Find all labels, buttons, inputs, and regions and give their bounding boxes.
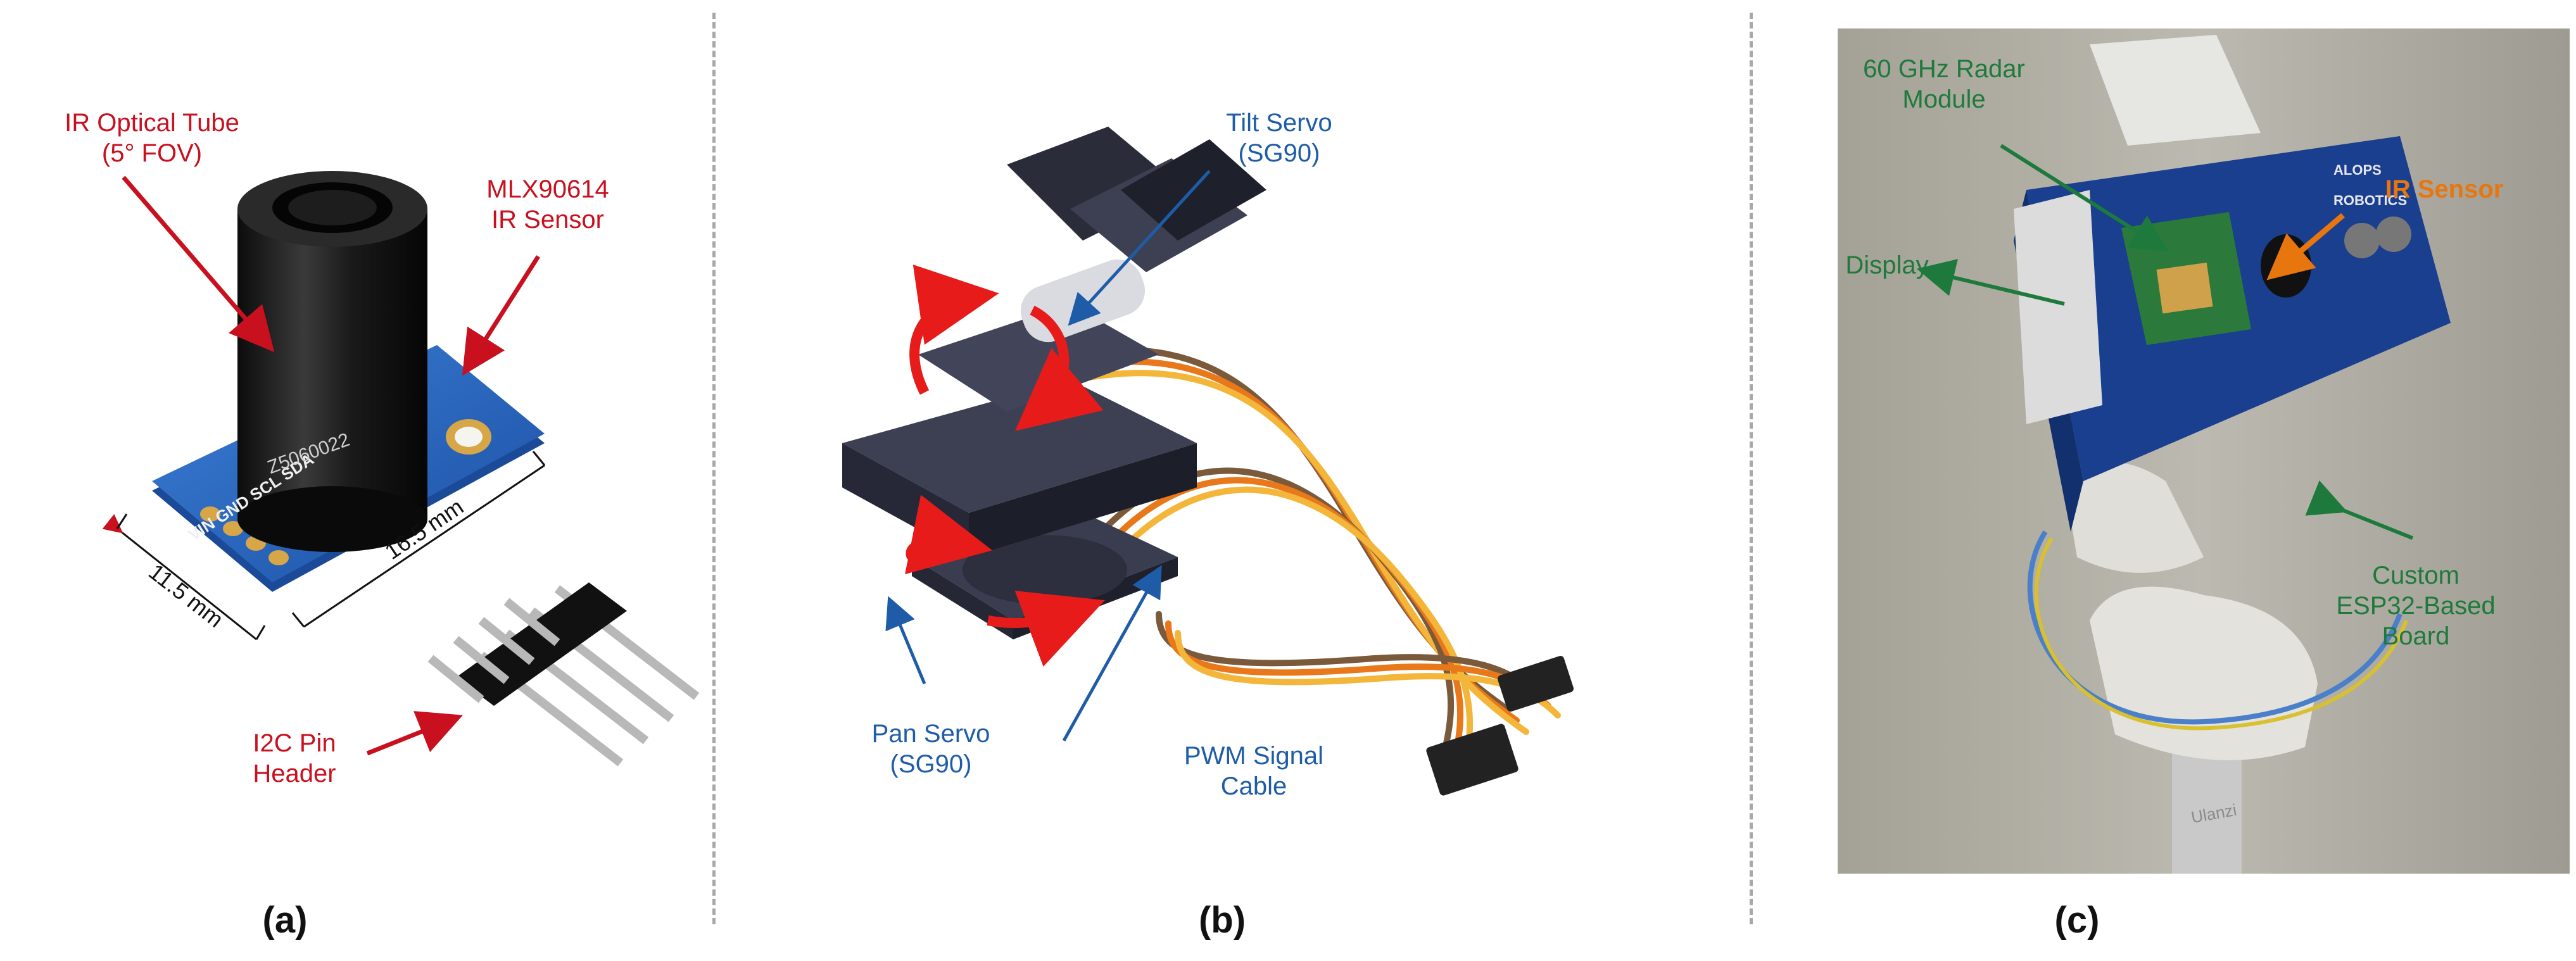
pwm-cable <box>1054 346 1561 776</box>
board-brand-line2: ROBOTICS <box>2333 192 2408 208</box>
custom-board-label-line2: ESP32-Based <box>2336 592 2496 620</box>
top-clip <box>2090 35 2261 146</box>
display-label: Display <box>1845 251 1929 279</box>
pan-servo-label: Pan Servo (SG90) <box>861 719 1001 779</box>
ir-optical-tube <box>237 171 427 552</box>
custom-board-label-line3: Board <box>2382 622 2450 650</box>
custom-board-label: Custom ESP32-Based Board <box>2321 560 2511 651</box>
ir-tube-label-line1: IR Optical Tube <box>65 109 239 137</box>
pan-servo-label-line2: (SG90) <box>890 750 972 778</box>
cable-connectors <box>1426 656 1574 796</box>
ir-sensor-label: IR Sensor <box>2385 175 2504 203</box>
mlx-sensor-label: MLX90614 IR Sensor <box>453 174 643 235</box>
pin-header <box>427 582 700 767</box>
tilt-servo-label-line1: Tilt Servo <box>1226 109 1332 137</box>
pwm-cable-label: PWM Signal Cable <box>1171 741 1336 801</box>
divider-left <box>712 13 716 924</box>
display-bracket <box>2014 190 2102 424</box>
assembled-device-photo <box>1838 28 2570 874</box>
mlx-sensor-label-line1: MLX90614 <box>486 175 609 203</box>
tilt-servo-label: Tilt Servo (SG90) <box>1209 108 1349 168</box>
panel-c: ALOPS ROBOTICS Ulanzi 60 GHz Radar Modul… <box>1760 0 2576 961</box>
board-brand-line1: ALOPS <box>2333 162 2382 178</box>
pan-tilt-photo <box>842 127 1574 796</box>
pin-header-label-line1: I2C Pin <box>253 729 336 757</box>
radar-module-label-line2: Module <box>1902 85 1986 113</box>
caption-a: (a) <box>262 900 308 941</box>
board-brand: ALOPS ROBOTICS <box>2333 155 2407 216</box>
pan-servo-label-line1: Pan Servo <box>871 720 990 748</box>
divider-right <box>1750 13 1753 924</box>
mlx-sensor-label-line2: IR Sensor <box>491 206 604 234</box>
custom-board-label-line1: Custom <box>2372 562 2459 589</box>
pin-header-label: I2C Pin Header <box>218 728 370 789</box>
tilt-servo-label-line2: (SG90) <box>1238 139 1320 167</box>
pwm-cable-label-line1: PWM Signal <box>1184 742 1324 770</box>
pin-header-label-line2: Header <box>253 760 336 788</box>
panel-a: IR Optical Tube (5° FOV) MLX90614 IR Sen… <box>0 0 709 961</box>
caption-b: (b) <box>1198 900 1246 941</box>
radar-module-label-line1: 60 GHz Radar <box>1863 55 2025 83</box>
ir-tube-label-line2: (5° FOV) <box>101 139 203 167</box>
ir-tube-label: IR Optical Tube (5° FOV) <box>57 108 247 168</box>
pwm-cable-label-line2: Cable <box>1220 772 1287 800</box>
rotation-arrows <box>905 265 1105 667</box>
caption-c: (c) <box>2054 900 2100 941</box>
panel-b: Tilt Servo (SG90) Pan Servo (SG90) PWM S… <box>716 0 1748 961</box>
ir-sensor-photo <box>102 171 700 767</box>
radar-module-label: 60 GHz Radar Module <box>1836 54 2052 115</box>
